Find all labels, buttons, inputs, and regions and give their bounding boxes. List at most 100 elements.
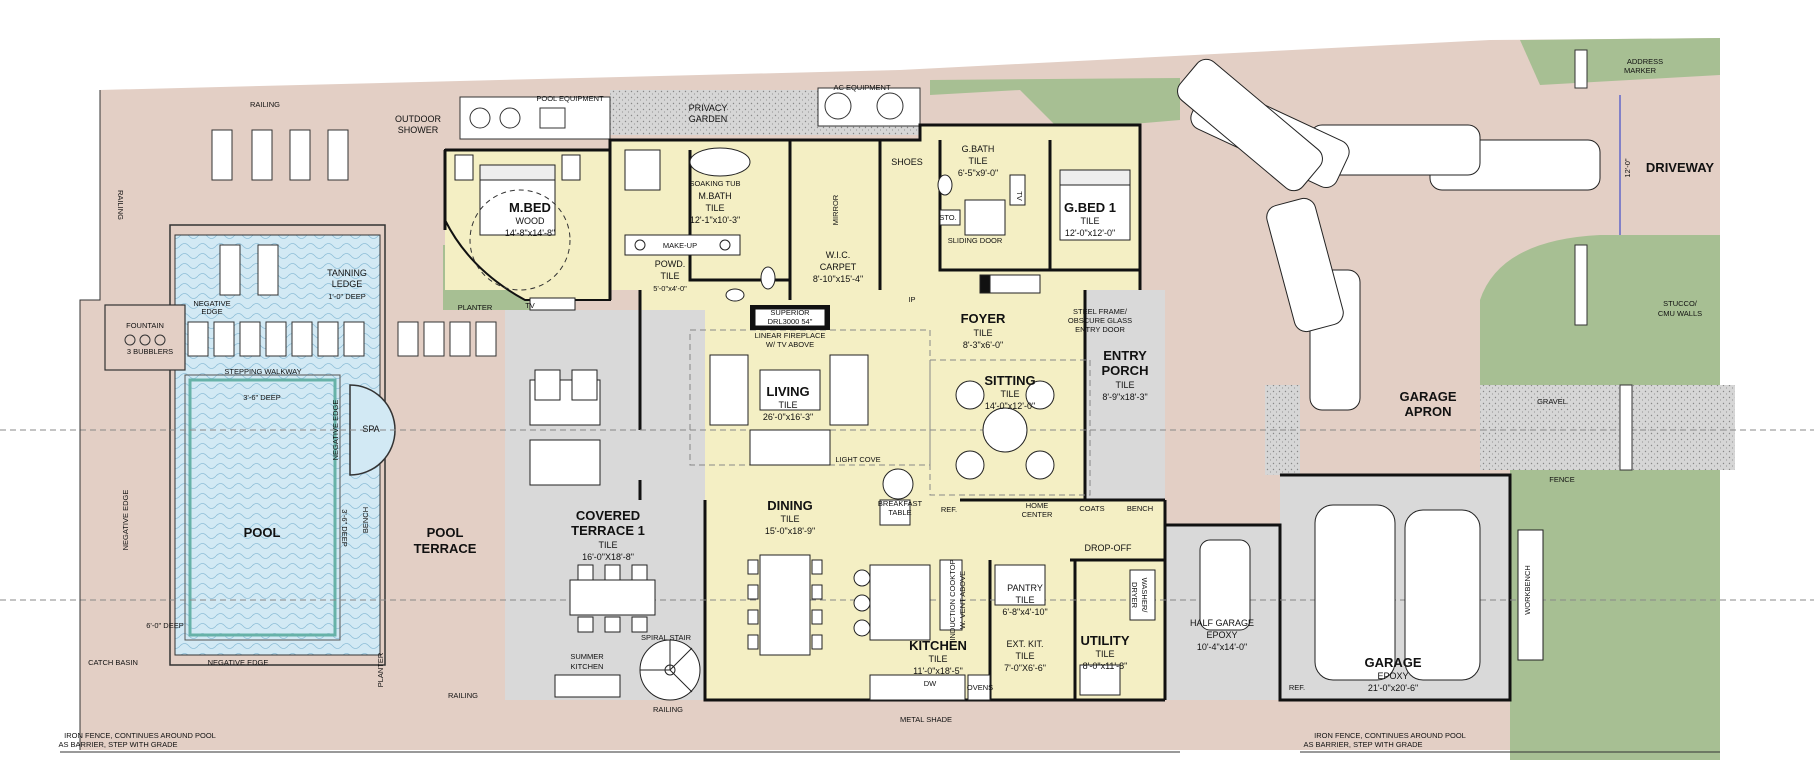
pool-inner-edge xyxy=(188,378,337,637)
sliding-door-label: SLIDING DOOR xyxy=(948,236,1003,245)
dining-furniture xyxy=(747,468,931,656)
dimension-12: 12'-0" xyxy=(1623,158,1632,177)
mbath-size: 12'-1"x10'-3" xyxy=(690,215,740,225)
powd-name: POWD. xyxy=(655,259,686,269)
sto-label: STO. xyxy=(939,213,956,222)
fountain-1: FOUNTAIN xyxy=(126,321,164,330)
entry-name-2: PORCH xyxy=(1102,363,1149,378)
foyer-size: 8'-3"x6'-0" xyxy=(963,340,1003,350)
planter-left-label: PLANTER xyxy=(458,303,493,312)
negative-edge-top-2: EDGE xyxy=(201,307,222,316)
garage-finish: EPOXY xyxy=(1377,671,1408,681)
tanning-2: LEDGE xyxy=(332,279,363,289)
dining-name: DINING xyxy=(767,498,813,513)
stucco-wall xyxy=(1574,244,1588,326)
dw-label: DW xyxy=(924,679,937,688)
sitting-name: SITTING xyxy=(984,373,1035,388)
mbed-finish: WOOD xyxy=(516,216,545,226)
fireplace-2: DRL3000 54" xyxy=(768,317,813,326)
makeup-label: MAKE-UP xyxy=(663,241,697,250)
entry-name-1: ENTRY xyxy=(1103,348,1147,363)
powd-finish: TILE xyxy=(660,271,679,281)
catch-basin-label: CATCH BASIN xyxy=(88,658,138,667)
fireplace-inner xyxy=(754,308,826,327)
gbath-name: G.BATH xyxy=(962,144,995,154)
living-finish: TILE xyxy=(778,400,797,410)
fountain-2: 3 BUBBLERS xyxy=(127,347,173,356)
pantry-size: 6'-8"x4'-10" xyxy=(1002,607,1047,617)
living-name: LIVING xyxy=(766,384,809,399)
railing-left: RAILING xyxy=(116,190,125,220)
tanning-1: TANNING xyxy=(327,268,367,278)
metal-shade-label: METAL SHADE xyxy=(900,715,952,724)
wic-finish: CARPET xyxy=(820,262,857,272)
gbed-furniture xyxy=(979,169,1131,294)
tv-mbed-label: TV xyxy=(525,301,535,310)
utility-name: UTILITY xyxy=(1080,633,1129,648)
outdoor-shower-2: SHOWER xyxy=(398,125,439,135)
railing-bottom: RAILING xyxy=(448,691,478,700)
ac-units xyxy=(824,92,904,120)
fence-label: FENCE xyxy=(1549,475,1574,484)
lounge-chairs-top xyxy=(211,129,349,181)
covered-name-2: TERRACE 1 xyxy=(571,523,645,538)
living-size: 26'-0"x16'-3" xyxy=(763,412,813,422)
foyer-finish: TILE xyxy=(973,328,992,338)
kitchen-size: 11'-0"x18'-5" xyxy=(913,666,963,676)
extkit-finish: TILE xyxy=(1015,651,1034,661)
dining-finish: TILE xyxy=(780,514,799,524)
fountain xyxy=(104,304,186,371)
bench-entry-label: BENCH xyxy=(1127,504,1153,513)
wic-size: 8'-10"x15'-4" xyxy=(813,274,863,284)
address-marker xyxy=(1574,49,1588,89)
wic-name: W.I.C. xyxy=(826,250,851,260)
tanning-ledge-chairs xyxy=(219,244,279,296)
mbath-furniture xyxy=(624,147,776,302)
shoes-label: SHOES xyxy=(891,157,923,167)
negative-edge-top-1: NEGATIVE xyxy=(193,299,230,308)
covered-size: 16'-0"X18'-8" xyxy=(582,552,634,562)
gravel-strip xyxy=(1480,385,1735,470)
utility-finish: TILE xyxy=(1095,649,1114,659)
gbed-finish: TILE xyxy=(1080,216,1099,226)
living-furniture xyxy=(709,354,869,466)
bubblers xyxy=(124,334,166,346)
extkit-name: EXT. KIT. xyxy=(1006,639,1043,649)
home-center-1: HOME xyxy=(1026,501,1049,510)
driveway-name: DRIVEWAY xyxy=(1646,160,1714,175)
garage-cars xyxy=(1199,504,1544,681)
mbed-size: 14'-8"x14'-8" xyxy=(505,228,555,238)
kitchen-name: KITCHEN xyxy=(909,638,967,653)
mbed-name: M.BED xyxy=(509,200,551,215)
kitchen-furniture xyxy=(869,499,1156,701)
sitting-furniture xyxy=(955,380,1055,480)
gbath-furniture xyxy=(937,174,1006,236)
bench-pool-label: BENCH xyxy=(361,507,370,533)
tanning-3: 1'-0" DEEP xyxy=(328,292,365,301)
address-2: MARKER xyxy=(1624,66,1657,75)
stucco-2: CMU WALLS xyxy=(1658,309,1702,318)
spiral-stair xyxy=(639,639,701,701)
railing-spiral: RAILING xyxy=(653,705,683,714)
spa-label: SPA xyxy=(362,424,379,434)
pool-equipment xyxy=(459,96,611,140)
extkit-size: 7'-0"X6'-6" xyxy=(1004,663,1046,673)
coats-label: COATS xyxy=(1079,504,1104,513)
pool-main-basin xyxy=(184,374,341,641)
halfgarage-finish: EPOXY xyxy=(1206,630,1237,640)
privacy-garden-1: PRIVACY xyxy=(689,103,728,113)
entry-finish: TILE xyxy=(1115,380,1134,390)
pool-equipment-units xyxy=(469,107,566,129)
covered-terrace-furniture xyxy=(529,369,656,698)
ref-kitchen-label: REF. xyxy=(941,505,957,514)
fireplace-3: LINEAR FIREPLACE xyxy=(755,331,826,340)
foyer-name: FOYER xyxy=(961,311,1006,326)
address-1: ADDRESS xyxy=(1627,57,1663,66)
covered-finish: TILE xyxy=(598,540,617,550)
fireplace-1: SUPERIOR xyxy=(770,308,810,317)
negative-edge-left: NEGATIVE EDGE xyxy=(121,490,130,551)
apron-name-1: GARAGE xyxy=(1399,389,1456,404)
pool-equipment-label: POOL EQUIPMENT xyxy=(536,94,604,103)
induction-2: W. VENT ABOVE xyxy=(958,571,967,629)
light-cove-label: LIGHT COVE xyxy=(835,455,880,464)
